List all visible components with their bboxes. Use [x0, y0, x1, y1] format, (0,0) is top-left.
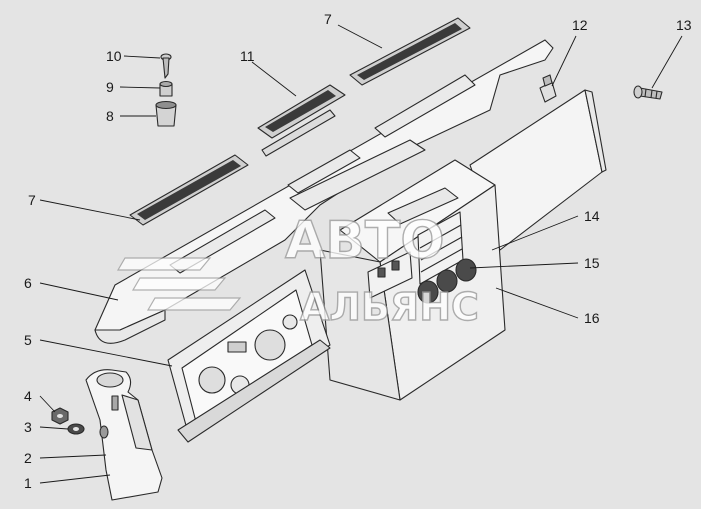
- callout-3: 3: [24, 419, 32, 435]
- callout-13: 13: [676, 17, 692, 33]
- callout-12: 12: [572, 17, 588, 33]
- callout-11: 11: [240, 48, 255, 64]
- callout-1: 1: [24, 475, 32, 491]
- callout-15: 15: [584, 255, 600, 271]
- vent-grille-part-upper: [349, 17, 471, 86]
- dashboard-top-part: [94, 39, 554, 344]
- callout-10: 10: [106, 48, 122, 64]
- instrument-cluster-part: [167, 269, 331, 443]
- vent-grille-part-lower: [129, 154, 249, 226]
- callout-14: 14: [584, 208, 600, 224]
- clip-part: [539, 74, 557, 103]
- callout-8: 8: [106, 108, 114, 124]
- callout-5: 5: [24, 332, 32, 348]
- callout-4: 4: [24, 388, 32, 404]
- callout-16: 16: [584, 310, 600, 326]
- screw-part-small: [160, 53, 172, 79]
- callout-2: 2: [24, 450, 32, 466]
- small-vent-part: [257, 84, 346, 157]
- watermark-line1: АВТО: [285, 211, 445, 271]
- bushing-part: [155, 100, 177, 127]
- washer-part: [67, 423, 85, 435]
- center-console-part: [319, 159, 506, 401]
- column-shroud-part: [85, 369, 163, 501]
- callout-7-upper: 7: [324, 11, 332, 27]
- watermark: АВТО АЛЬЯНС: [116, 210, 480, 330]
- callout-9: 9: [106, 79, 114, 95]
- screw-part-long: [633, 85, 663, 100]
- callout-6: 6: [24, 275, 32, 291]
- watermark-line2: АЛЬЯНС: [300, 285, 479, 329]
- callout-7-lower: 7: [28, 192, 36, 208]
- hex-nut-part: [51, 407, 69, 425]
- nut-part: [159, 80, 173, 97]
- leader-lines: [39, 24, 683, 484]
- callout-labels: 1 2 3 4 5 6 7 7 8 9 10 11 12 13 14 15 16: [24, 11, 692, 491]
